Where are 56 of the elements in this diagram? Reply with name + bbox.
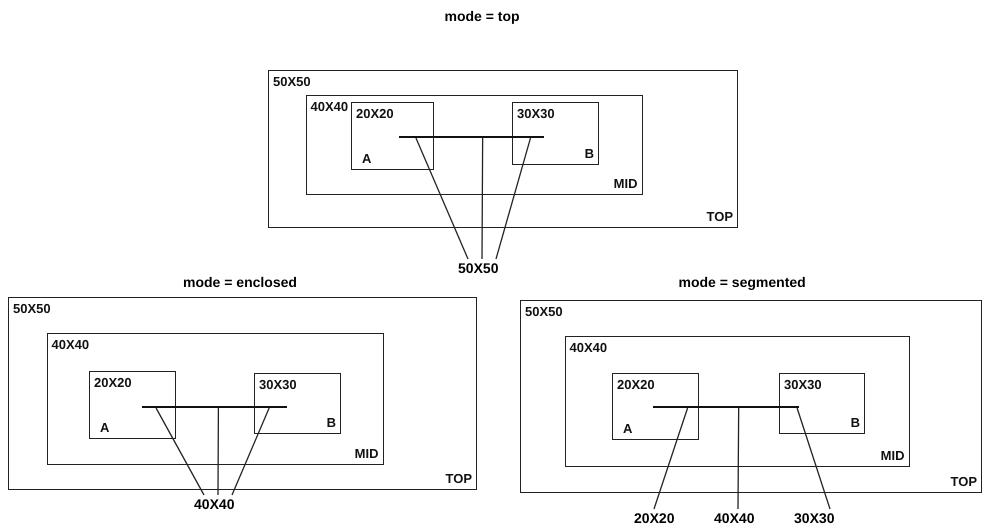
block-name: B [326, 415, 336, 430]
panel-title: mode = enclosed [183, 274, 297, 290]
block-name: TOP [446, 471, 472, 486]
wire-size-label: 20X20 [634, 510, 674, 526]
block-outline [8, 297, 477, 490]
leader-line [231, 408, 270, 496]
size-label: 50X50 [525, 304, 563, 319]
panel-title: mode = segmented [678, 274, 806, 290]
leader-line [737, 408, 740, 509]
leader-line [796, 408, 831, 510]
block-name: MID [614, 176, 638, 190]
bus-line [653, 406, 799, 408]
block-name: A [362, 151, 372, 166]
block-outline [351, 102, 434, 170]
bus-line [142, 406, 287, 408]
leader-line [217, 408, 220, 495]
block-outline [89, 371, 176, 439]
block-outline [306, 94, 642, 194]
leader-line [653, 408, 688, 510]
block-name: TOP [706, 209, 733, 224]
size-label: 50X50 [273, 74, 311, 89]
size-label: 30X30 [784, 377, 822, 392]
wire-size-label: 40X40 [194, 496, 234, 512]
block-name: B [584, 146, 594, 161]
block-outline [268, 70, 738, 228]
wire-size-label: 30X30 [794, 510, 834, 526]
size-label: 30X30 [259, 377, 297, 392]
block-outline [612, 373, 699, 440]
bus-line [399, 136, 544, 138]
block-name: B [850, 415, 860, 430]
block-name: TOP [950, 474, 977, 489]
size-label: 20X20 [617, 377, 655, 392]
block-outline [779, 373, 865, 434]
leader-line [415, 138, 469, 260]
block-outline [46, 332, 384, 464]
block-outline [254, 373, 341, 434]
size-label: 20X20 [94, 375, 132, 390]
leader-line [155, 408, 205, 496]
leader-line [481, 138, 484, 259]
block-name: MID [880, 448, 904, 462]
wire-size-label: 40X40 [714, 510, 754, 526]
block-name: A [100, 420, 110, 435]
block-name: A [623, 421, 632, 436]
size-label: 40X40 [52, 336, 90, 352]
wire-size-label: 50X50 [458, 260, 498, 276]
size-label: 40X40 [570, 340, 608, 354]
size-label: 20X20 [356, 106, 394, 121]
block-outline [512, 102, 599, 165]
block-outline [520, 300, 982, 493]
panel-title: mode = top [444, 8, 520, 24]
block-name: MID [354, 446, 378, 460]
leader-line [495, 138, 532, 260]
size-label: 50X50 [13, 301, 51, 316]
size-label: 40X40 [310, 98, 348, 114]
block-outline [564, 336, 910, 466]
size-label: 30X30 [517, 106, 555, 121]
